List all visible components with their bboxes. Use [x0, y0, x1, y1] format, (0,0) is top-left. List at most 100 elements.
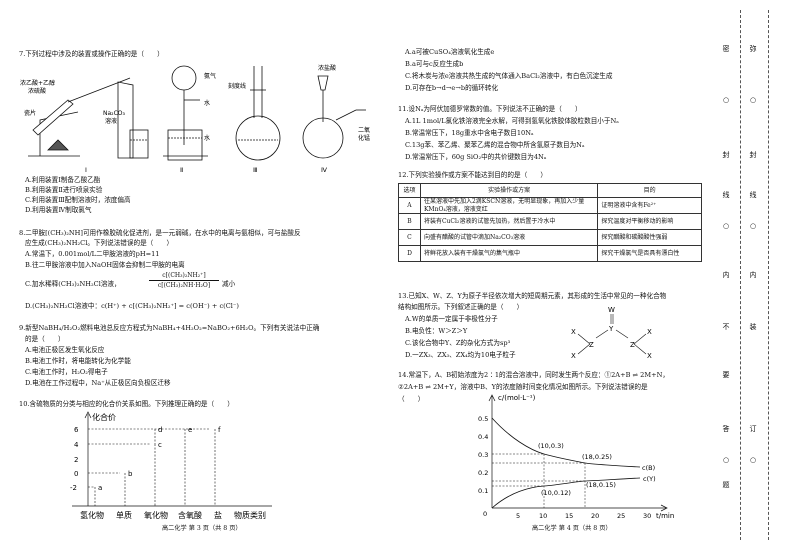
ytick-0: 0: [483, 510, 487, 518]
q11-stem: 11.设Nₐ为阿伏加德罗常数的值。下列说法不正确的是（ ）: [398, 105, 582, 113]
point-f: f: [218, 426, 221, 434]
side2-circle-1: ○: [749, 96, 757, 104]
q14-stem-1: 14.常温下，A、B初始浓度为2∶1的混合溶液中，同时发生两个反应：①2A+B …: [398, 371, 669, 379]
side-char-8: 题: [722, 481, 730, 489]
label-10-0.3: (10,0.3): [538, 442, 564, 450]
q12-row-d-option: D: [398, 245, 421, 262]
q12-row-b-option: B: [398, 213, 421, 230]
ytick-0.2: 0.2: [478, 469, 488, 477]
q10-ylabel: 化合价: [92, 412, 116, 422]
atom-Z-left: Z: [589, 341, 594, 349]
q11-option-d: D.常温常压下，60g SiO₂中的共价键数目为4Nₐ: [405, 153, 547, 161]
side2-char-6: 订: [749, 425, 757, 433]
q9-option-c: C.电池工作时，H₂O₂得电子: [25, 368, 108, 376]
q12-row-c-option: C: [398, 229, 421, 246]
atom-Z-right: Z: [630, 341, 635, 349]
label-cB: c(B): [642, 464, 655, 472]
q8-option-d: D.(CH₃)₂NH₂Cl溶液中：c(H⁺) + c[(CH₃)₂NH₂⁺] =…: [25, 302, 239, 310]
q13-option-b: B.电负性：W＞Z＞Y: [405, 327, 468, 335]
q13-option-c: C.该化合物中Y、Z的杂化方式为sp³: [405, 339, 511, 347]
q11-option-b: B.常温常压下，18g重水中含电子数目10Nₐ: [405, 129, 534, 137]
q12-row-a-method: 往某溶液中先加入2滴KSCN溶液，无明显现象，再加入少量KMnO₄溶液，溶液变红: [419, 197, 599, 214]
q14-xlabel: t/min: [656, 512, 674, 520]
label-ammonia: 氨气: [204, 72, 216, 80]
label-soln: 溶液: [105, 117, 117, 125]
table-row: B 将装有CuCl₂溶液的试管先加热，然后置于冷水中 探究温度对平衡移动的影响: [398, 213, 702, 230]
q12-row-a-option: A: [398, 197, 421, 214]
side2-char-1: 弥: [749, 45, 757, 53]
point-e: e: [188, 426, 192, 434]
table-row: A 往某溶液中先加入2滴KSCN溶液，无明显现象，再加入少量KMnO₄溶液，溶液…: [398, 197, 702, 214]
q12-stem: 12.下列实验操作或方案不能达到目的的是（ ）: [398, 171, 547, 179]
apparatus-I: [28, 77, 149, 159]
xtick-25: 25: [617, 512, 625, 520]
xcat-2: 氧化物: [144, 510, 168, 520]
side-circle-3: ○: [722, 456, 730, 464]
label-mno2a: 二氧: [358, 126, 370, 134]
atom-X-1: X: [571, 328, 576, 336]
q8-fraction-bottom: c[(CH₃)₂NH·H₂O]: [157, 282, 211, 289]
table-row: D 将鲜花放入装有干燥氯气的集气瓶中 探究干燥氯气是否具有漂白性: [398, 245, 702, 262]
side2-char-3: 线: [749, 191, 757, 199]
q8-option-b: B.往二甲胺溶液中加入NaOH固体会抑制二甲胺的电离: [25, 261, 185, 269]
side-circle-2: ○: [722, 222, 730, 230]
label-na2co3: Na₂CO₃: [103, 110, 125, 117]
ytick-0.4: 0.4: [478, 433, 488, 441]
curve-cB: [491, 417, 641, 468]
binding-strip: 密 封 线 内 不 要 答 题 弥 封 线 内 装 订 ○ ○ ○ ○ ○ ○: [712, 0, 794, 550]
xcat-4: 盐: [214, 510, 222, 520]
label-chip: 瓷片: [24, 109, 36, 117]
q14-ylabel: c/(mol·L⁻¹): [498, 394, 536, 402]
atom-Y: Y: [608, 325, 614, 333]
q8-option-c-tail: 减小: [222, 280, 236, 288]
q14-stem-3: （ ）: [398, 395, 425, 403]
q10-option-a: A.a可被CuSO₄溶液氧化生成e: [405, 48, 495, 56]
q12-row-c-method: 向盛有醋酸的试管中滴加Na₂CO₃溶液: [419, 229, 599, 246]
label-18-0.25: (18,0.25): [582, 453, 612, 461]
q13-option-a: A.W的单质一定属于非极性分子: [405, 315, 498, 323]
label-h2so4: 浓硫酸: [28, 87, 46, 95]
curve-cY: [491, 477, 641, 509]
ytick-neg2: -2: [70, 484, 77, 492]
q12-row-b-goal: 探究温度对平衡移动的影响: [597, 213, 702, 230]
q12-row-d-method: 将鲜花放入装有干燥氯气的集气瓶中: [419, 245, 599, 262]
ytick-4: 4: [74, 441, 79, 449]
q9-stem-2: 的是（ ）: [25, 335, 65, 343]
q8-stem-2: 应生成(CH₃)₂NH₂Cl。下列说法错误的是（ ）: [25, 239, 174, 247]
label-water2: 水: [204, 134, 210, 142]
q12-header-option: 选项: [398, 183, 421, 198]
ytick-0.1: 0.1: [478, 487, 488, 495]
q12-header-goal: 目的: [597, 183, 702, 198]
label-18-0.15: (18,0.15): [586, 481, 616, 489]
q10-option-c: C.将木炭与浓e溶液共热生成的气体通入BaCl₂溶液中，有白色沉淀生成: [405, 72, 613, 80]
xtick-15: 15: [565, 512, 573, 520]
side-char-1: 密: [722, 45, 730, 53]
side-char-3: 线: [722, 191, 730, 199]
xtick-10: 10: [539, 512, 547, 520]
q8-option-a: A.常温下，0.001mol/L二甲胺溶液的pH=11: [25, 250, 160, 258]
q7-apparatus-figure: 浓乙酸+乙醇 浓硫酸 瓷片 Na₂CO₃ 溶液 Ⅰ 氨气 水 水 Ⅱ 刻度线 Ⅲ: [20, 64, 370, 174]
roman-III: Ⅲ: [253, 166, 257, 174]
q8-option-c: C.加水稀释(CH₃)₂NH₂Cl溶液，: [25, 280, 121, 288]
footer-right: 高二化学 第 4 页（共 8 页）: [532, 525, 612, 532]
q7-option-a: A.利用装置Ⅰ制备乙酸乙酯: [25, 176, 101, 184]
point-c: c: [158, 441, 162, 449]
q9-option-b: B.电池工作时，将电能转化为化学能: [25, 357, 131, 365]
apparatus-III: [235, 66, 281, 161]
q13-stem-1: 13.已知X、W、Z、Y为原子半径依次增大的短周期元素，其形成的生活中常见的一种…: [398, 292, 667, 300]
point-a: a: [98, 484, 102, 492]
q10-option-b: B.a可与c反应生成b: [405, 60, 464, 68]
q11-option-c: C.13g苯、苯乙烯、聚苯乙烯的混合物中所含氢原子数目为Nₐ: [405, 141, 585, 149]
q13-option-d: D.一ZX₃、ZX₃、ZX₄均为10电子粒子: [405, 351, 516, 359]
xcat-1: 单质: [116, 510, 132, 520]
apparatus-IV: [302, 75, 366, 159]
side2-char-2: 封: [749, 151, 757, 159]
apparatus-II: [163, 65, 208, 161]
side2-char-4: 内: [749, 271, 757, 279]
atom-W: W: [608, 306, 615, 314]
xtick-20: 20: [591, 512, 599, 520]
side2-circle-2: ○: [749, 222, 757, 230]
q12-row-d-goal: 探究干燥氯气是否具有漂白性: [597, 245, 702, 262]
side2-circle-3: ○: [749, 456, 757, 464]
roman-I: Ⅰ: [85, 166, 87, 174]
